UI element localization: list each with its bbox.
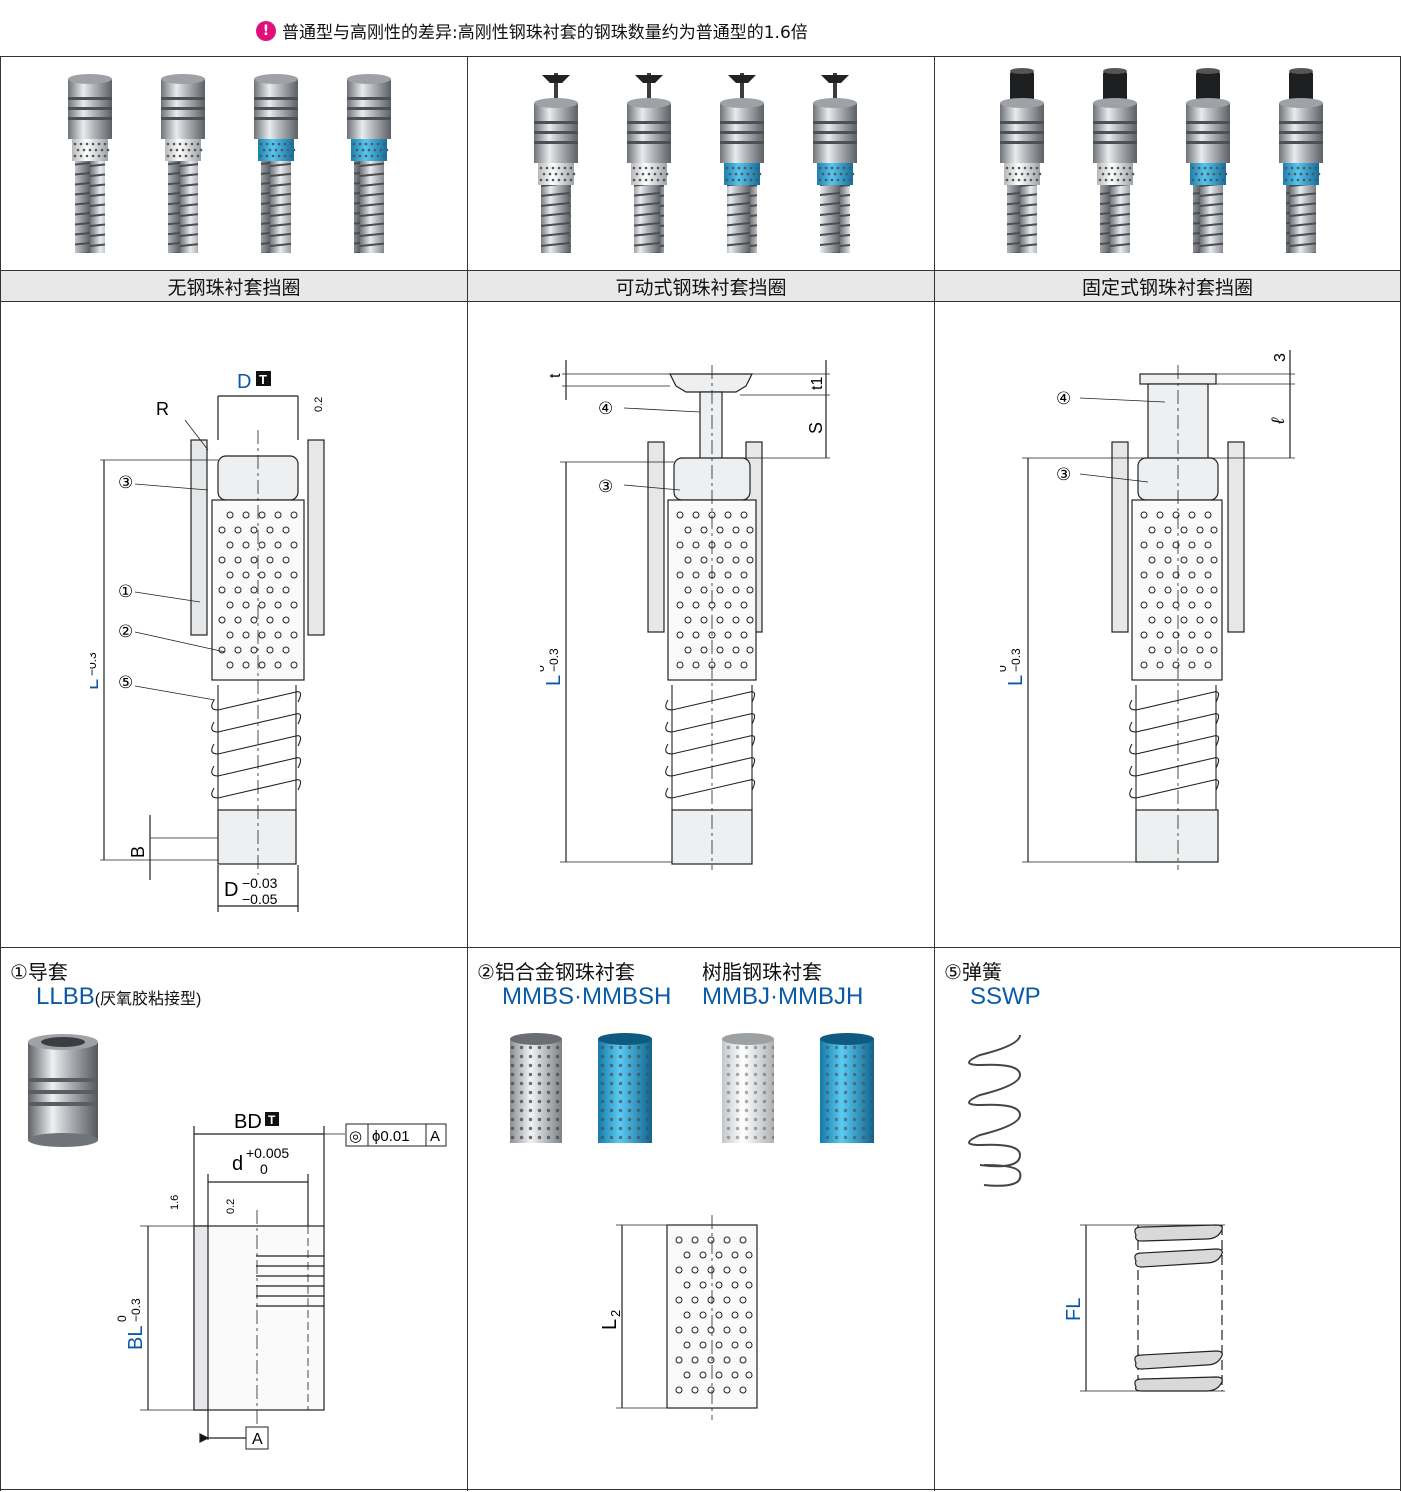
BL-lower: −0.3 <box>129 1298 143 1322</box>
resin-cage-photo-2 <box>820 1033 874 1143</box>
label-D: D <box>237 371 251 393</box>
product-photo <box>534 73 578 253</box>
part-title-spring: ⑤弹簧 <box>944 960 1002 984</box>
L-tol-lower: −0.3 <box>90 652 99 676</box>
label-BL: BL <box>125 1326 147 1350</box>
product-photo <box>627 73 671 253</box>
callout-5: ⑤ <box>118 673 133 692</box>
part-code-guide: LLBB(厌氧胶粘接型) <box>36 983 201 1011</box>
part-code-MMBS: MMBS·MMBSH <box>502 983 672 1010</box>
border-bottom <box>0 1489 1401 1490</box>
resin-cage-photo-1 <box>722 1033 774 1143</box>
geo-tol-datum: A <box>430 1128 440 1145</box>
product-photo <box>68 74 112 253</box>
d-upper: +0.005 <box>246 1145 289 1161</box>
callout-4: ④ <box>1056 389 1071 408</box>
roughness-2: 0.2 <box>225 1199 237 1214</box>
note-text: 普通型与高刚性的差异:高刚性钢珠衬套的钢珠数量约为普通型的1.6倍 <box>282 23 808 43</box>
callout-1: ① <box>118 582 133 601</box>
BL-upper: 0 <box>115 1315 129 1322</box>
part-sub-guide: (厌氧胶粘接型) <box>94 991 202 1008</box>
T-badge <box>256 371 271 386</box>
label-L: L <box>90 679 103 690</box>
geo-tol-value: ϕ0.01 <box>372 1128 410 1145</box>
L-tol-lower: −0.3 <box>547 648 561 672</box>
T-badge <box>265 1112 279 1126</box>
guide-bushing-photo <box>28 1034 98 1147</box>
T-badge-text: T <box>259 372 267 387</box>
callout-3: ③ <box>1056 465 1071 484</box>
section-header-2: 可动式钢珠衬套挡圈 <box>468 270 934 302</box>
label-FL: FL <box>1063 1298 1085 1321</box>
label-t1: t1 <box>809 377 826 390</box>
section-header-3: 固定式钢珠衬套挡圈 <box>935 270 1400 302</box>
row-divider <box>0 947 1401 948</box>
part-code-SSWP: SSWP <box>970 983 1041 1010</box>
product-photo <box>1093 68 1137 253</box>
product-photo <box>1186 68 1230 253</box>
label-R: R <box>156 399 169 419</box>
part-code-MMBJ: MMBJ·MMBJH <box>702 983 864 1010</box>
alu-cage-photo-1 <box>510 1033 562 1143</box>
callout-4: ④ <box>598 399 613 418</box>
table-frame <box>0 56 1401 1492</box>
exclamation-icon: ! <box>256 20 276 41</box>
product-photos <box>68 68 1323 253</box>
part-title-guide: ①导套 <box>10 960 68 984</box>
roughness-1: 1.6 <box>169 1195 181 1210</box>
product-photo <box>347 74 391 253</box>
product-photo <box>254 74 298 253</box>
datum-A-bottom: A <box>252 1431 263 1448</box>
part-code-LLBB: LLBB <box>36 983 95 1010</box>
label-L: L <box>1005 675 1027 686</box>
divider-2 <box>934 56 935 1491</box>
callout-3: ③ <box>598 477 613 496</box>
L-tol-upper: 0 <box>540 665 547 672</box>
label-L2: L <box>599 1319 621 1330</box>
guide-bushing-figure: A BD T d +0.005 0 ◎ ϕ0.01 A 1.6 0.2 BL 0… <box>28 1034 447 1450</box>
label-ell: ℓ <box>1268 417 1288 425</box>
label-L: L <box>543 675 565 686</box>
product-photo <box>1279 68 1323 253</box>
label-Dtol: D <box>224 879 238 901</box>
label-3: 3 <box>1272 353 1289 362</box>
label-S: S <box>806 422 826 434</box>
diagram-no-retainer: D T 0.2 R ③ ① ② ⑤ L 0 −0.3 B D −0.03 −0.… <box>90 371 325 912</box>
product-photo <box>720 73 764 253</box>
diagram-movable-retainer: t t1 S ④ ③ L 0 −0.3 <box>540 360 830 870</box>
callout-2: ② <box>118 622 133 641</box>
label-BD: BD <box>234 1111 262 1133</box>
label-B: B <box>128 846 148 858</box>
label-t: t <box>547 373 564 378</box>
product-photo <box>813 73 857 253</box>
divider-1 <box>467 56 468 1491</box>
note: ! 普通型与高刚性的差异:高刚性钢珠衬套的钢珠数量约为普通型的1.6倍 <box>256 18 808 43</box>
product-photo <box>161 74 205 253</box>
border-left <box>0 56 1 1491</box>
Dtol-lower: −0.05 <box>242 891 278 907</box>
datum-box <box>245 1426 269 1450</box>
label-d: d <box>232 1153 243 1175</box>
alu-cage-photo-2 <box>598 1033 652 1143</box>
part-title-alu-cage: ②铝合金钢珠衬套 <box>477 960 635 984</box>
callout-3: ③ <box>118 473 133 492</box>
spring-photo <box>968 1034 1022 1187</box>
diagram-fixed-retainer: 3 ℓ ④ ③ L 0 −0.3 <box>1000 350 1295 870</box>
roughness: 0.2 <box>313 397 325 412</box>
L-tol-upper: 0 <box>1000 665 1009 672</box>
concentric-icon: ◎ <box>349 1128 362 1145</box>
section-header-1: 无钢珠衬套挡圈 <box>1 270 467 302</box>
spring-figure: FL <box>968 1034 1225 1392</box>
geo-tol-frame <box>345 1123 447 1147</box>
L-tol-lower: −0.3 <box>1009 648 1023 672</box>
product-photo <box>1000 68 1044 253</box>
part-title-resin-cage: 树脂钢珠衬套 <box>702 960 822 984</box>
d-lower: 0 <box>260 1161 268 1177</box>
T-badge-text: T <box>268 1113 276 1127</box>
label-L2-sub: 2 <box>608 1310 623 1317</box>
Dtol-upper: −0.03 <box>242 875 278 891</box>
ball-cage-figure: L 2 <box>510 1033 874 1420</box>
